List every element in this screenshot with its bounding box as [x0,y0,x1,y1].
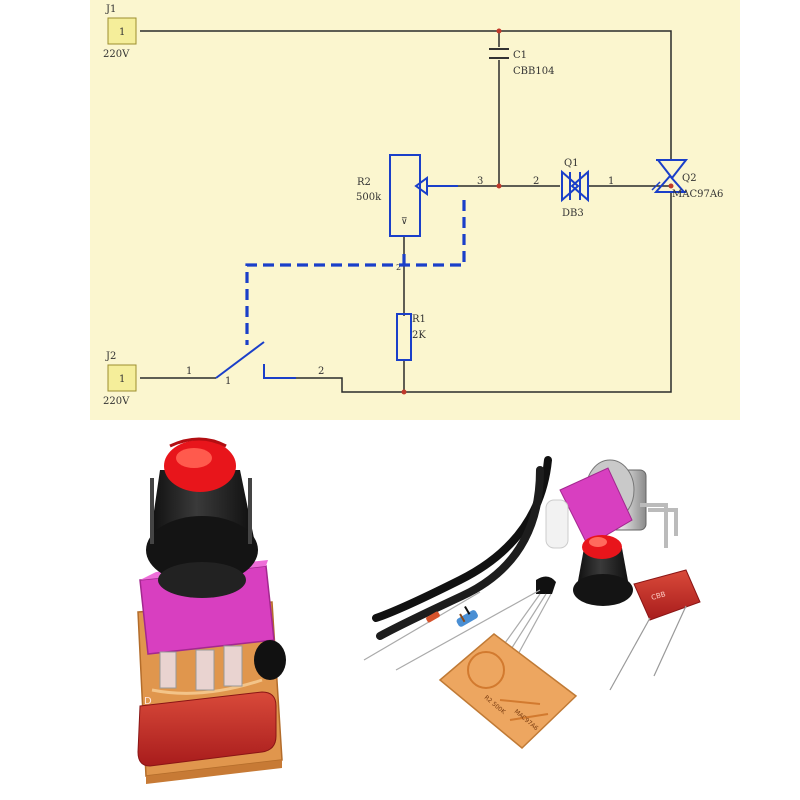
q1-ref: Q1 [564,158,579,169]
diode-icon [363,591,481,661]
schematic-background [90,0,740,420]
potentiometer-icon [545,459,678,549]
junctions [401,28,674,395]
r1-value: 2K [412,330,426,341]
wire-pair-icon [372,456,552,640]
capacitor-c1: C1 CBB104 [489,48,554,77]
j1-pin: 1 [119,27,125,38]
c1-ref: C1 [513,50,527,61]
potentiometer-r2: ⊽ R2 500k 3 2 [356,154,483,272]
j1-ref: J1 [105,4,116,15]
q1-right-pin: 1 [608,176,614,187]
j2-ref: J2 [105,351,116,362]
svg-text:D: D [144,696,152,707]
switch: 1 1 2 [186,341,324,387]
assembled-dimmer-photo: D [137,437,286,784]
transistor-icon [499,576,556,659]
j1-value: 220V [103,49,130,60]
c1-value: CBB104 [513,66,554,77]
switch-right-pin: 2 [318,366,324,377]
q1-value: DB3 [562,208,584,219]
schematic-panel: 1 J1 220V 1 J2 220V C1 CBB104 ⊽ R2 500k … [90,0,740,420]
r2-inner-mark: ⊽ [401,217,408,227]
r2-wiper-pin: 3 [477,176,483,187]
capacitor-icon: CBB [609,569,701,691]
triac-q2: Q2 MAC97A6 [651,159,723,200]
j2-value: 220V [103,396,130,407]
q2-value: MAC97A6 [672,189,723,200]
wires [140,30,672,393]
capacitor-icon: D [137,691,277,767]
resistor-icon [395,589,541,671]
kit-parts-photo: CBB R2 500K MAC97A6 [363,456,701,750]
connector-j2: 1 J2 220V [103,351,137,407]
pcb-icon: R2 500K MAC97A6 [438,633,578,750]
switch-left-pin: 1 [186,366,192,377]
r1-ref: R1 [412,314,426,325]
j2-pin: 1 [119,374,125,385]
q2-ref: Q2 [682,173,697,184]
r2-ref: R2 [357,177,371,188]
svg-text:CBB: CBB [650,590,666,602]
resistor-r1: R1 2K [396,313,426,361]
r2-bottom-pin: 2 [396,263,401,272]
q1-left-pin: 2 [533,176,539,187]
diac-q1: Q1 DB3 2 1 [533,158,614,219]
dimmer-knob-icon [146,437,258,598]
knob-icon [573,535,633,606]
connector-j1: 1 J1 220V [103,4,137,60]
switch-pole-pin: 1 [225,376,231,387]
r2-value: 500k [356,192,382,203]
mechanical-link [245,200,466,345]
